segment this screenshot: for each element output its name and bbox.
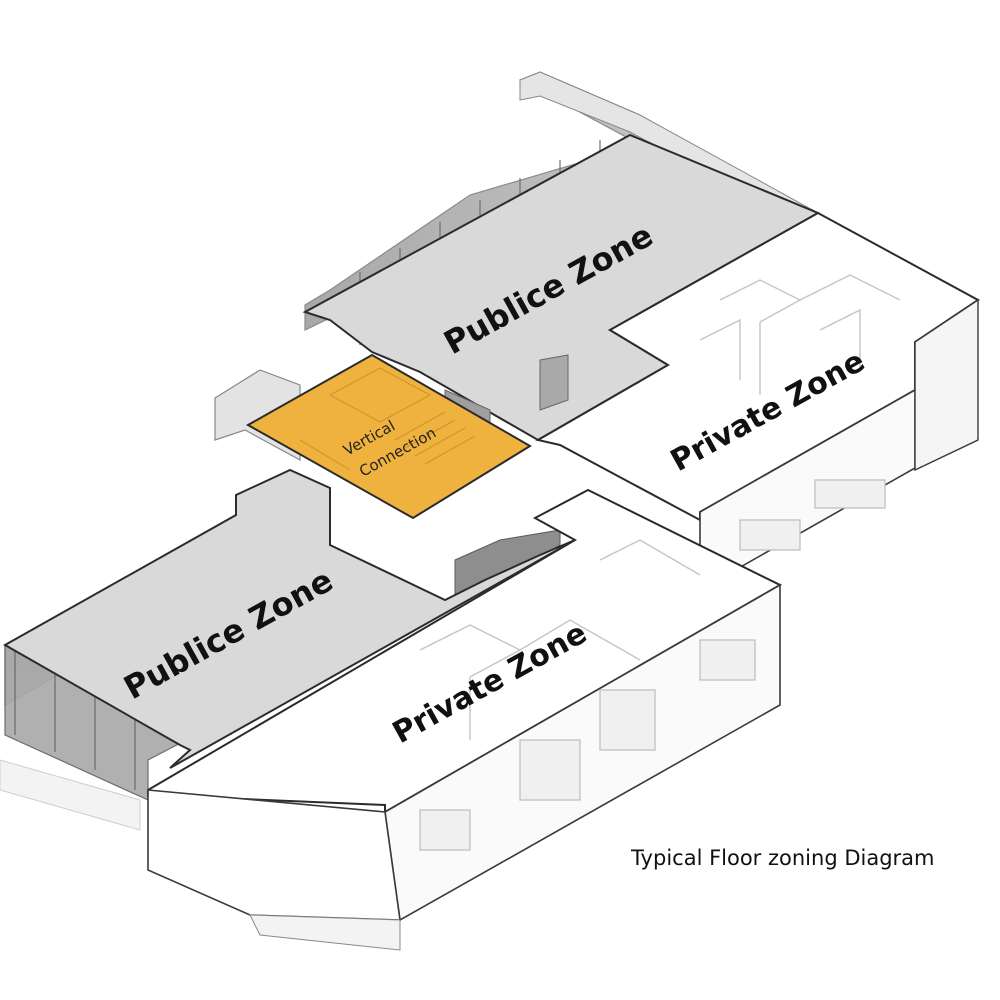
vertical-connection-stairs xyxy=(299,367,476,471)
lower-private-left-wall xyxy=(147,789,401,921)
diagram-caption: Typical Floor zoning Diagram xyxy=(631,846,935,870)
ground-base xyxy=(0,759,141,831)
lower-public-zone-floor xyxy=(2,468,576,769)
upper-private-interior-walls xyxy=(699,274,901,551)
lower-private-base xyxy=(249,914,401,951)
vertical-connection-floor xyxy=(245,353,532,520)
lower-private-interior-walls xyxy=(419,539,756,851)
upper-private-side-wall xyxy=(914,298,979,472)
